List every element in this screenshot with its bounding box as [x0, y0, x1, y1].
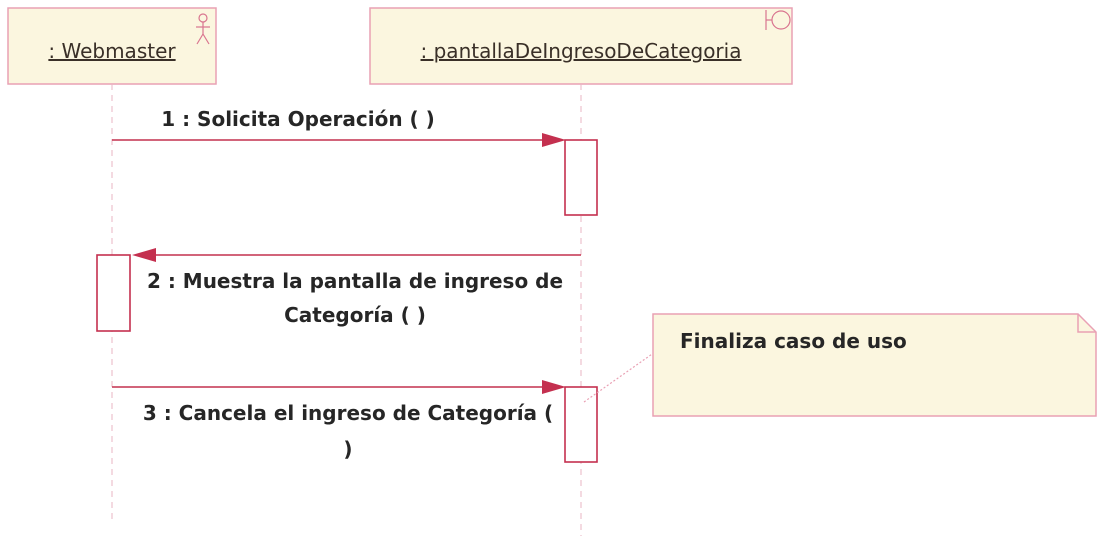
- message-3-label-line-2: ): [343, 437, 352, 461]
- message-1: 1 : Solicita Operación ( ): [112, 107, 598, 216]
- lifeline-webmaster: : Webmaster: [7, 7, 217, 520]
- webmaster-object-box: [7, 7, 217, 85]
- webmaster-activation-2: [96, 254, 131, 332]
- message-1-label: 1 : Solicita Operación ( ): [161, 107, 435, 131]
- message-3-label-line-1: 3 : Cancela el ingreso de Categoría (: [143, 401, 553, 425]
- actor-icon: [196, 13, 210, 45]
- boundary-icon: [765, 10, 791, 30]
- message-2-label-line-1: 2 : Muestra la pantalla de ingreso de: [147, 269, 563, 293]
- message-2-arrowhead: [132, 248, 156, 262]
- note-box: [652, 313, 1097, 417]
- lifeline-screen: : pantallaDeIngresoDeCategoria: [369, 7, 793, 536]
- note-fold-corner: [1077, 314, 1096, 333]
- message-1-arrowhead: [542, 133, 566, 147]
- screen-activation-1: [564, 139, 598, 216]
- note: Finaliza caso de uso: [583, 313, 1097, 417]
- message-2-label-line-2: Categoría ( ): [284, 303, 426, 327]
- screen-object-box: [369, 7, 793, 85]
- note-connector: [583, 351, 656, 403]
- message-3: 3 : Cancela el ingreso de Categoría ( ): [112, 380, 598, 463]
- message-2: 2 : Muestra la pantalla de ingreso de Ca…: [96, 248, 581, 332]
- webmaster-label: : Webmaster: [48, 39, 176, 63]
- note-text: Finaliza caso de uso: [680, 329, 907, 353]
- message-3-arrowhead: [542, 380, 566, 394]
- screen-activation-3: [564, 386, 598, 463]
- screen-label: : pantallaDeIngresoDeCategoria: [421, 39, 742, 63]
